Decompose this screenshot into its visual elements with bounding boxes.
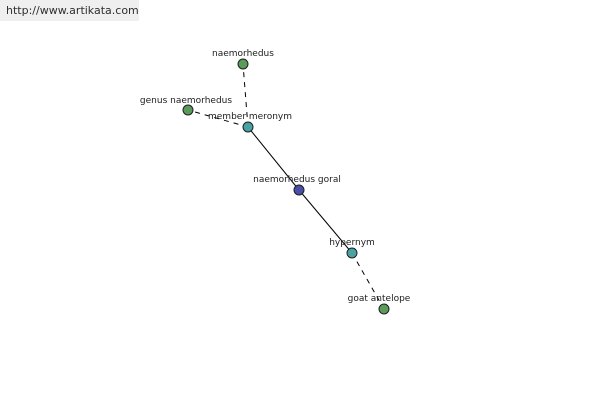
edge-member-meronym-to-naemorhedus (242, 63, 249, 128)
node-naemorhedus-dot[interactable] (237, 58, 249, 70)
node-hypernym[interactable]: hypernym (329, 238, 375, 259)
node-goat-antelope-label: goat antelope (348, 294, 411, 304)
node-hypernym-dot[interactable] (346, 247, 358, 259)
node-member-meronym-label: member meronym (208, 112, 292, 122)
node-naemorhedus-goral-label: naemorhedus goral (253, 175, 341, 185)
node-member-meronym-dot[interactable] (242, 121, 254, 133)
node-genus-naemorhedus[interactable]: genus naemorhedus (140, 96, 232, 116)
node-genus-naemorhedus-dot[interactable] (182, 104, 194, 116)
edge-goral-to-hypernym (298, 189, 353, 254)
source-url-banner: http://www.artikata.com (0, 0, 139, 21)
node-naemorhedus-goral-dot[interactable] (293, 184, 305, 196)
node-goat-antelope-dot[interactable] (378, 303, 390, 315)
node-genus-naemorhedus-label: genus naemorhedus (140, 96, 232, 106)
node-naemorhedus-goral[interactable]: naemorhedus goral (253, 175, 341, 196)
node-goat-antelope[interactable]: goat antelope (348, 294, 411, 315)
edge-layer (187, 63, 385, 310)
source-url[interactable]: http://www.artikata.com (6, 4, 139, 17)
edge-hypernym-to-goat-antelope (351, 252, 385, 310)
node-hypernym-label: hypernym (329, 238, 375, 248)
edge-member-meronym-to-genus-naemorhedus (187, 109, 249, 128)
node-layer: naemorhedus genus naemorhedus member mer… (140, 49, 411, 315)
node-naemorhedus-label: naemorhedus (212, 49, 274, 59)
node-member-meronym[interactable]: member meronym (208, 112, 292, 133)
node-naemorhedus[interactable]: naemorhedus (212, 49, 274, 70)
edge-goral-to-member-meronym (247, 126, 300, 191)
